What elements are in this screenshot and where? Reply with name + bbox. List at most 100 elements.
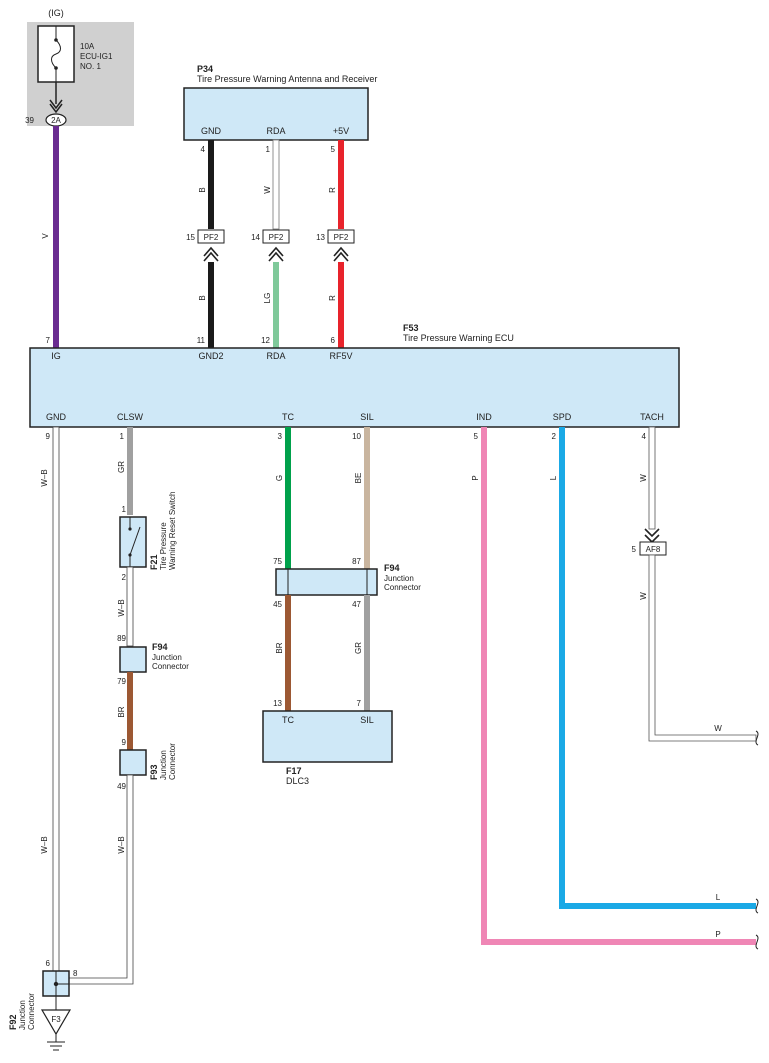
fuse-rating: 10A (80, 42, 95, 51)
wire-code-wb-gnd-2: W–B (40, 836, 49, 853)
wire-wb-1 (126, 566, 134, 647)
f94-mid-pin-45: 45 (273, 600, 282, 609)
wire-wb-gnd (52, 426, 60, 972)
f53-pin-sil: 10 (352, 432, 361, 441)
f53-box (29, 347, 680, 428)
wire-code-lg-lower: LG (263, 293, 272, 304)
f17-name: DLC3 (286, 776, 309, 786)
f53-term-gnd2: GND2 (198, 351, 223, 361)
pf2-connector-2: PF2 (262, 229, 290, 262)
pf2-pin-2: 14 (251, 233, 260, 242)
chevron-down-icon (644, 528, 660, 544)
f53-term-rf5v: RF5V (329, 351, 352, 361)
f94-left-name-2: Connector (152, 662, 189, 671)
p34-name: Tire Pressure Warning Antenna and Receiv… (197, 74, 377, 84)
f94-left-pin-bottom: 79 (117, 677, 126, 686)
f92-code: F92 (8, 1014, 18, 1030)
f93-box (119, 749, 147, 776)
f21-pin-top: 1 (122, 505, 127, 514)
f17-term-sil: SIL (360, 715, 374, 725)
wire-break-icon (755, 898, 759, 914)
wire-code-w-upper: W (263, 186, 272, 194)
f94-mid-pin-87: 87 (352, 557, 361, 566)
f21-switch-box (119, 516, 147, 568)
pf2-connector-1: PF2 (197, 229, 225, 262)
power-pin: 39 (25, 116, 34, 125)
pf2-label-1: PF2 (204, 233, 219, 242)
wire-code-r-upper: R (328, 187, 337, 193)
f53-term-tc: TC (282, 412, 294, 422)
fuse-element-icon (51, 39, 61, 69)
f93-name-1: Junction (159, 750, 168, 780)
pf2-pin-3: 13 (316, 233, 325, 242)
wire-code-wb-gnd: W–B (40, 469, 49, 486)
ground-triangle (40, 1009, 72, 1036)
f94-mid-box (275, 568, 378, 596)
f94-left-box (119, 646, 147, 673)
f94-left-name-1: Junction (152, 653, 182, 662)
f93-pin-top: 9 (122, 738, 127, 747)
chevron-up-icon (268, 246, 284, 262)
f93-code: F93 (149, 764, 159, 780)
wire-code-b-upper: B (198, 187, 207, 192)
wire-code-l: L (549, 475, 558, 480)
f21-code: F21 (149, 554, 159, 570)
f53-pin-ig: 7 (46, 336, 51, 345)
f53-pin-rda: 12 (261, 336, 270, 345)
fuse-name: ECU-IG1 (80, 52, 113, 61)
ground-icon (47, 1034, 65, 1051)
f53-term-rda: RDA (266, 351, 285, 361)
f53-pin-clsw: 1 (120, 432, 125, 441)
f94-mid-name-2: Connector (384, 583, 421, 592)
af8-label: AF8 (646, 545, 661, 554)
wire-code-wb-2: W–B (117, 836, 126, 853)
f92-pin-top: 6 (46, 959, 51, 968)
f53-pin-spd: 2 (552, 432, 557, 441)
f92-name-2: Connector (27, 993, 36, 1030)
fuse-number: NO. 1 (80, 62, 101, 71)
wire-code-wb-1: W–B (117, 599, 126, 616)
wire-code-be: BE (354, 473, 363, 484)
wire-l-spd (559, 427, 756, 909)
exit-code-l: L (716, 893, 721, 902)
f17-term-tc: TC (282, 715, 294, 725)
exit-code-p: P (715, 930, 720, 939)
wire-code-g: G (275, 475, 284, 481)
f21-pin-bottom: 2 (122, 573, 127, 582)
f53-pin-gnd: 9 (46, 432, 51, 441)
p34-pin-rda: 1 (266, 145, 271, 154)
switch-icon (129, 517, 141, 567)
f53-pin-ind: 5 (474, 432, 479, 441)
wire-code-w-tach: W (639, 474, 648, 482)
wire-break-icon (755, 934, 759, 950)
exit-code-w: W (714, 724, 722, 733)
p34-code: P34 (197, 64, 213, 74)
wire-code-gr-clsw: GR (117, 461, 126, 473)
f17-box (262, 710, 393, 763)
f92-name-1: Junction (18, 1000, 27, 1030)
f53-term-gnd: GND (46, 412, 67, 422)
switch-dot-bottom (128, 553, 132, 557)
wire-code-gr-mid: GR (354, 642, 363, 654)
p34-term-gnd: GND (201, 126, 222, 136)
f53-term-ind: IND (476, 412, 492, 422)
wire-w-upper (272, 139, 280, 230)
wire-break-icon (755, 730, 759, 746)
f21-name-2: Warning Reset Switch (168, 492, 177, 570)
f53-pin-tc: 3 (278, 432, 283, 441)
wire-p-ind (481, 427, 756, 945)
f53-term-ig: IG (51, 351, 61, 361)
p34-pin-5v: 5 (331, 145, 336, 154)
f94-mid-name-1: Junction (384, 574, 414, 583)
f53-code: F53 (403, 323, 419, 333)
fuse-dot-top (54, 38, 58, 42)
chevron-down-icon (49, 99, 63, 114)
f94-left-code: F94 (152, 642, 168, 652)
f93-name-2: Connector (168, 743, 177, 780)
switch-dot-top (128, 527, 132, 531)
chevron-up-icon (333, 246, 349, 262)
wire-code-br-mid: BR (275, 642, 284, 653)
wire-v-code: V (41, 233, 50, 239)
